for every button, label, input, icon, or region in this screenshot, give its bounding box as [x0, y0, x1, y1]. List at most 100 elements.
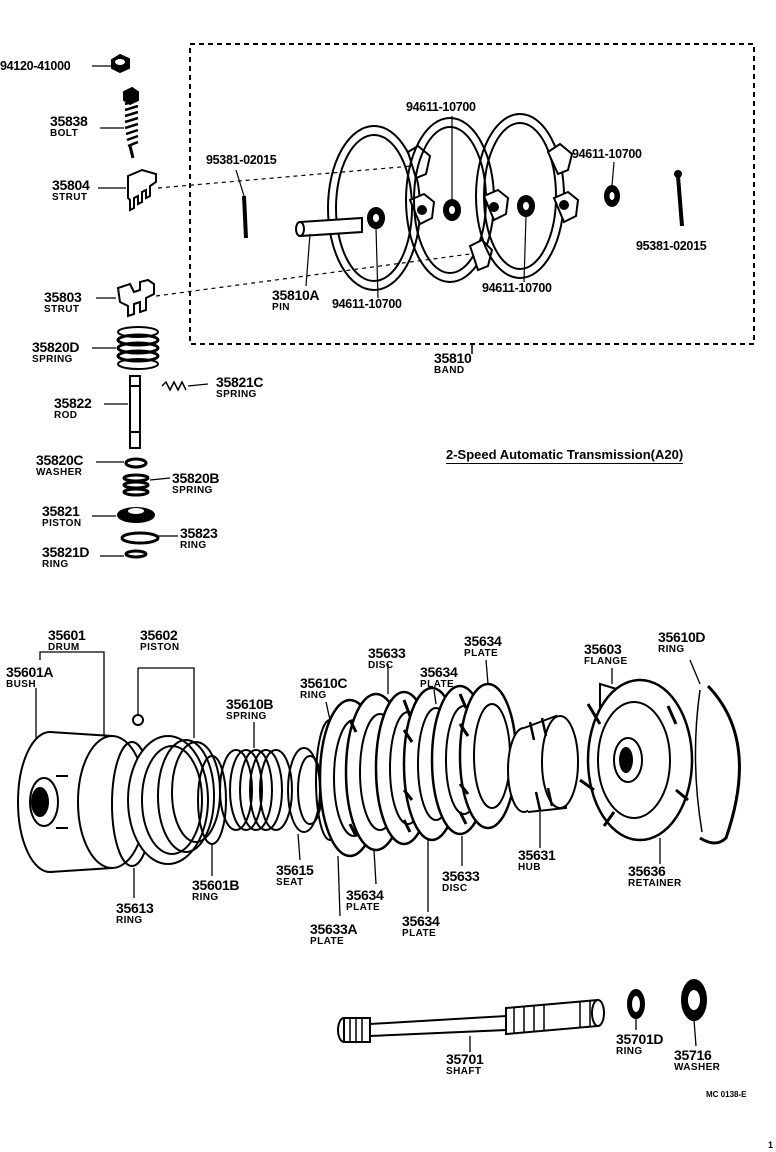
clutch-piston	[127, 735, 221, 865]
clutch-hub	[507, 714, 579, 848]
part-name: RING	[192, 892, 219, 903]
label-35601b: 35601B RING	[192, 877, 240, 903]
band-group-label: 35810 BAND	[434, 350, 472, 376]
part-number: 35701	[446, 1051, 484, 1067]
part-name: DRUM	[48, 642, 80, 653]
part-name: DISC	[442, 883, 468, 894]
part-number: 35820B	[172, 470, 220, 486]
part-number: 35821D	[42, 544, 90, 560]
label-35615: 35615 SEAT	[276, 862, 314, 888]
label-94611-lower-left: 94611-10700	[332, 298, 402, 311]
part-number: 94611-10700	[482, 281, 552, 295]
part-name: RING	[116, 915, 143, 926]
part-name: PISTON	[42, 518, 82, 529]
label-35838: 35838 BOLT	[50, 113, 88, 139]
label-35820d: 35820D SPRING	[32, 340, 80, 365]
part-number: 35803	[44, 289, 82, 305]
part-number: 94611-10700	[332, 297, 402, 311]
label-35610b: 35610B SPRING	[226, 697, 274, 722]
part-number: 35615	[276, 862, 314, 878]
part-number: 35701D	[616, 1031, 664, 1047]
part-name: DISC	[368, 660, 394, 671]
label-35804: 35804 STRUT	[52, 177, 90, 203]
label-35820c: 35820C WASHER	[36, 452, 84, 478]
part-number: 35821	[42, 503, 80, 519]
label-35810a: 35810A PIN	[272, 287, 320, 313]
output-shaft	[337, 998, 605, 1052]
label-35716: 35716 WASHER	[674, 1048, 720, 1073]
small-ring-part	[100, 549, 148, 559]
diagram-caption: 2-Speed Automatic Transmission(A20)	[446, 447, 684, 464]
label-35821: 35821 PISTON	[42, 504, 81, 529]
part-number: 35610C	[300, 675, 348, 691]
part-number: 35633	[368, 645, 406, 661]
shaft-ring	[627, 989, 645, 1030]
label-94611-right: 94611-10700	[572, 148, 642, 161]
label-35701: 35701 SHAFT	[446, 1051, 484, 1077]
part-number: 35820C	[36, 452, 84, 468]
label-35821c: 35821C SPRING	[216, 374, 264, 400]
part-number: 35810	[434, 350, 472, 366]
part-name: SPRING	[226, 711, 267, 722]
nut-part	[92, 53, 130, 74]
part-name: PLATE	[346, 902, 381, 913]
part-number: 35804	[52, 177, 90, 193]
part-number: 35601B	[192, 877, 240, 893]
washer-35820c	[96, 457, 148, 469]
label-35823: 35823 RING	[180, 526, 218, 551]
part-number: 35613	[116, 900, 154, 916]
part-number: 35610D	[658, 629, 706, 645]
figure-code: MC 0138-E	[706, 1090, 747, 1099]
label-35822: 35822 ROD	[54, 395, 92, 421]
label-35820b: 35820B SPRING	[172, 470, 220, 496]
piston-ring-part	[120, 531, 178, 545]
part-name: BAND	[434, 365, 465, 376]
cotter-pin-left	[235, 169, 248, 239]
part-number: 35634	[402, 913, 440, 929]
part-name: PLATE	[310, 936, 345, 947]
part-name: SPRING	[32, 354, 73, 365]
part-name: ROD	[54, 410, 78, 421]
label-95381-right: 95381-02015	[636, 239, 707, 253]
part-number: 35603	[584, 641, 622, 657]
part-name: FLANGE	[584, 656, 628, 667]
label-35633-top: 35633 DISC	[368, 645, 406, 671]
label-35631: 35631 HUB	[518, 847, 556, 873]
label-35633a: 35633A PLATE	[310, 922, 358, 947]
label-35602: 35602 PISTON	[140, 628, 179, 653]
washer-94611-right	[517, 195, 535, 283]
part-number: 35633	[442, 868, 480, 884]
snap-ring-35610d	[689, 659, 741, 845]
part-number: 35634	[464, 633, 502, 649]
label-35821d: 35821D RING	[42, 544, 90, 570]
part-number: 35810A	[272, 287, 320, 303]
part-number: 35601	[48, 627, 86, 643]
inner-spring-part	[122, 473, 171, 497]
part-name: RING	[42, 559, 69, 570]
part-name: SPRING	[172, 485, 213, 496]
part-number: 35838	[50, 113, 88, 129]
part-name: STRUT	[44, 304, 80, 315]
small-spring-part	[161, 380, 209, 392]
part-name: WASHER	[674, 1062, 721, 1073]
part-name: BOLT	[50, 128, 79, 139]
part-name: PISTON	[140, 642, 180, 653]
part-name: RING	[180, 540, 207, 551]
strut-part-upper	[98, 165, 413, 212]
part-number: 35716	[674, 1047, 712, 1063]
part-number: 35631	[518, 847, 556, 863]
part-number: 95381-02015	[636, 239, 707, 253]
label-35633-low: 35633 DISC	[442, 868, 480, 894]
piston-part	[92, 507, 155, 523]
washer-94611-left	[367, 207, 385, 299]
part-name: PLATE	[402, 928, 437, 939]
bolt-part	[100, 86, 139, 159]
part-number: 35821C	[216, 374, 264, 390]
anchor-pin	[295, 216, 363, 287]
label-94120-41000: 94120-41000	[0, 60, 71, 73]
clutch-drum	[17, 731, 147, 873]
part-number: 35822	[54, 395, 92, 411]
clutch-pack	[318, 659, 518, 917]
page-mark: 1	[768, 1140, 774, 1150]
